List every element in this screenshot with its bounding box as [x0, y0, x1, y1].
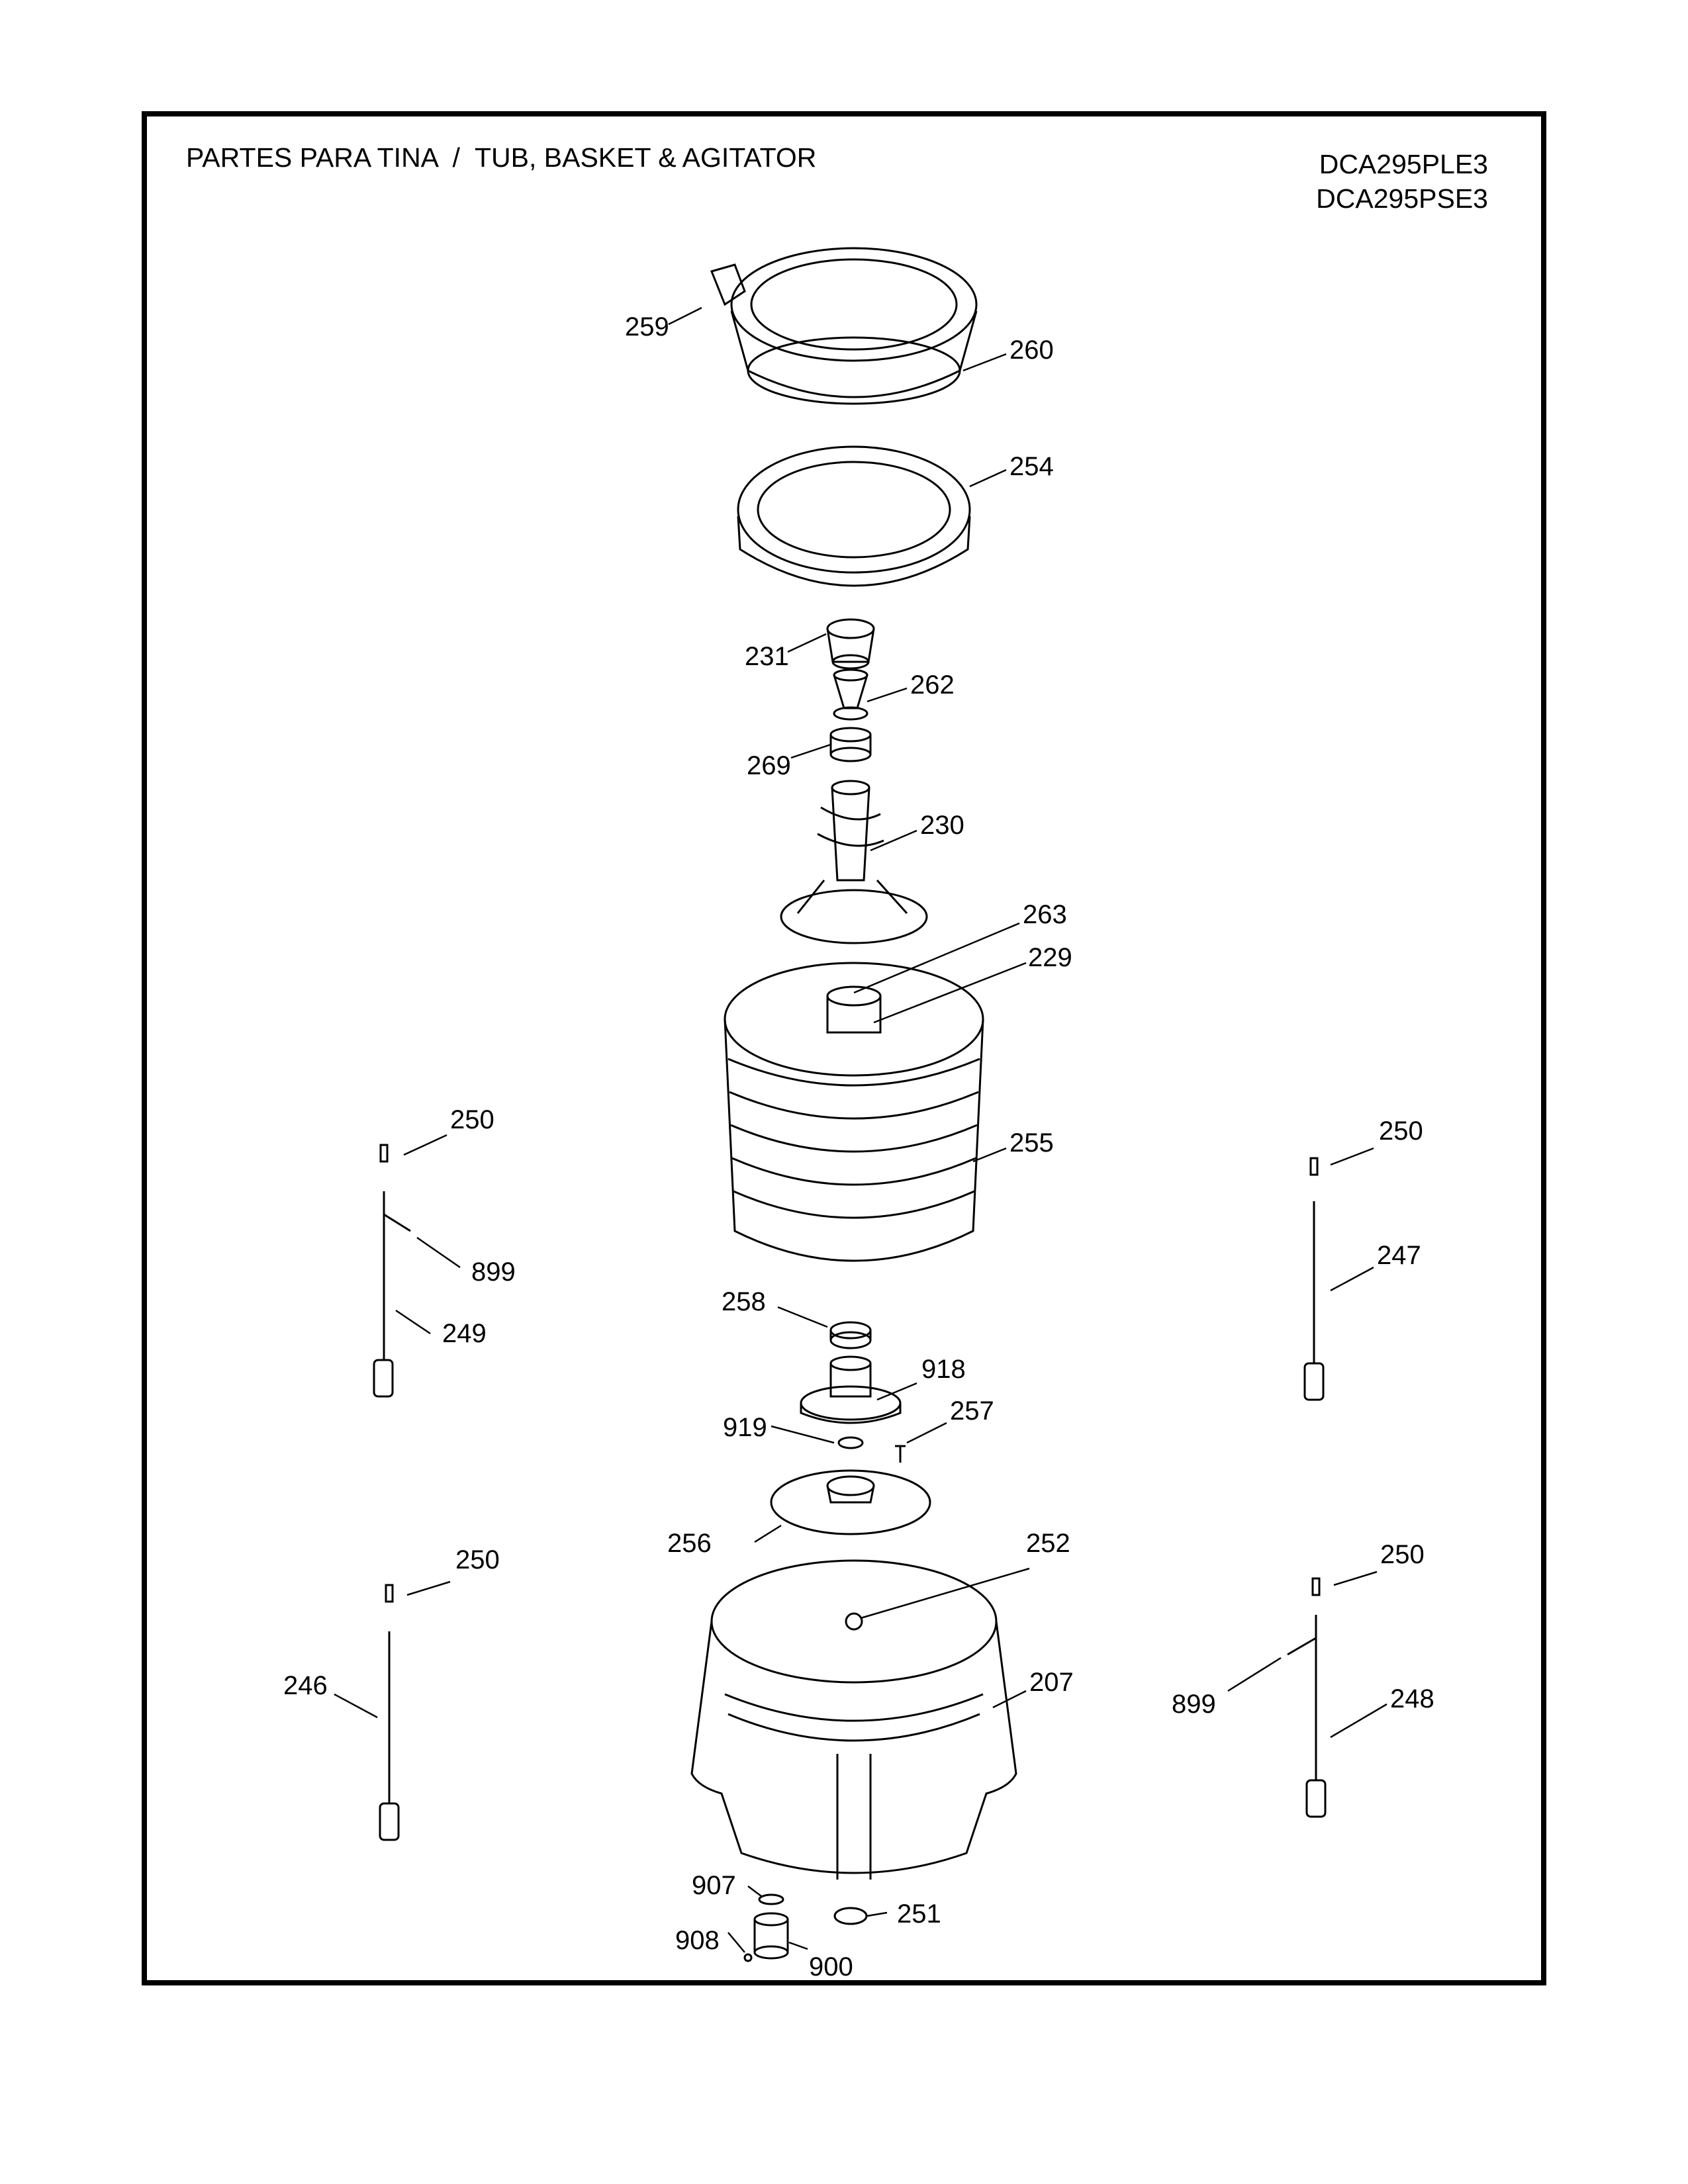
agitator — [780, 780, 928, 944]
callout-247: 247 — [1377, 1241, 1421, 1270]
page-title: PARTES PARA TINA / TUB, BASKET & AGITATO… — [186, 142, 817, 173]
callout-908: 908 — [675, 1926, 720, 1955]
callout-249: 249 — [442, 1319, 487, 1348]
callout-252: 252 — [1026, 1529, 1070, 1558]
suspension-rod-246 — [379, 1584, 400, 1841]
agitator-cap — [826, 618, 875, 670]
callout-900: 900 — [809, 1952, 853, 1981]
balance-ring — [737, 445, 971, 587]
callout-899-left: 899 — [471, 1257, 516, 1287]
callout-258: 258 — [722, 1287, 766, 1316]
model-number-2: DCA295PSE3 — [1316, 183, 1488, 214]
callout-257: 257 — [950, 1396, 994, 1426]
cam-cone — [833, 668, 868, 721]
callout-231: 231 — [745, 642, 789, 671]
pump-screw — [743, 1953, 753, 1962]
callout-269: 269 — [747, 751, 791, 780]
callout-918: 918 — [921, 1355, 966, 1384]
callout-260: 260 — [1009, 336, 1054, 365]
pump-cap — [753, 1912, 789, 1960]
callout-246: 246 — [283, 1671, 328, 1700]
callout-256: 256 — [667, 1529, 712, 1558]
callout-263: 263 — [1023, 900, 1067, 929]
screw — [895, 1445, 906, 1463]
callout-259: 259 — [625, 312, 669, 341]
o-ring — [758, 1893, 784, 1905]
callout-229: 229 — [1028, 943, 1072, 972]
wash-basket — [724, 962, 984, 1262]
suspension-rod-247 — [1303, 1157, 1325, 1401]
callout-207: 207 — [1029, 1668, 1074, 1697]
mounting-plate — [770, 1469, 931, 1535]
callout-250-left-top: 250 — [450, 1105, 494, 1134]
callout-899-right: 899 — [1172, 1690, 1216, 1719]
callout-251: 251 — [897, 1899, 941, 1929]
drive-hub — [800, 1355, 902, 1424]
drain-seal — [833, 1907, 868, 1925]
suspension-rod-249 — [373, 1144, 411, 1398]
tub-cover — [710, 247, 978, 405]
callout-250-right-top: 250 — [1379, 1116, 1423, 1146]
callout-919: 919 — [723, 1413, 767, 1442]
callout-248: 248 — [1390, 1684, 1434, 1713]
outer-tub — [690, 1559, 1017, 1880]
callout-250-left-bottom: 250 — [455, 1545, 500, 1574]
bushing — [829, 727, 872, 762]
callout-230: 230 — [920, 811, 964, 840]
hub-nut — [829, 1321, 872, 1349]
hub-seal — [837, 1436, 864, 1449]
callout-255: 255 — [1009, 1128, 1054, 1158]
suspension-rod-248 — [1287, 1577, 1327, 1818]
callout-250-right-bottom: 250 — [1380, 1540, 1425, 1569]
callout-907: 907 — [692, 1871, 736, 1900]
callout-254: 254 — [1009, 452, 1054, 481]
diagram-frame — [142, 111, 1546, 1985]
model-number-1: DCA295PLE3 — [1319, 149, 1488, 179]
callout-262: 262 — [910, 670, 955, 700]
